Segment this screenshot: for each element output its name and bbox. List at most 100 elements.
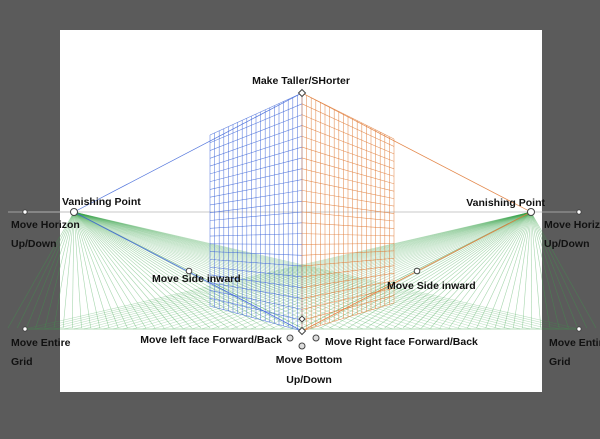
right-plane-grid-line	[301, 265, 395, 278]
left-plane-grid-line	[209, 125, 303, 159]
bottom-up-down-handle[interactable]	[298, 342, 306, 350]
ground-grid-line	[73, 211, 91, 329]
ground-grid-line	[73, 211, 481, 330]
ground-grid-line	[412, 211, 532, 329]
right-face-handle[interactable]	[312, 334, 320, 342]
ground-grid-line	[73, 211, 147, 329]
horizon-right-handle[interactable]	[576, 209, 582, 215]
right-plane-grid-line	[301, 157, 395, 185]
ground-grid-line	[73, 211, 183, 329]
ground-grid-line	[530, 211, 569, 329]
right-plane-grid-line	[301, 92, 395, 140]
ground-grid-line	[513, 211, 532, 329]
ground-grid-line	[73, 211, 119, 329]
ground-grid-line	[24, 211, 532, 330]
left-plane-grid	[73, 92, 303, 332]
grid-right-label: Grid	[549, 356, 571, 368]
left-plane-grid-line	[209, 200, 303, 214]
ground-grid-line	[421, 211, 532, 329]
right-plane-grid-line	[301, 250, 395, 256]
ground-grid-line	[73, 211, 314, 330]
entire-grid-left-handle[interactable]	[22, 326, 28, 332]
right-plane-grid-line	[301, 272, 395, 289]
ground-grid-line	[142, 211, 532, 330]
ground-grid-line	[393, 211, 532, 329]
ground-grid-line	[73, 211, 344, 330]
right-plane-grid-line	[301, 243, 395, 245]
ground-grid-line	[347, 211, 532, 329]
ground-grid-line	[530, 211, 532, 329]
ground-grid-line	[73, 211, 324, 330]
ground-grid-line	[221, 211, 532, 330]
ground-grid-line	[320, 211, 532, 329]
ground-grid-line	[73, 211, 257, 329]
ground-grid-line	[73, 211, 101, 329]
make-taller-handle[interactable]	[297, 88, 307, 98]
ground-grid-line	[211, 211, 532, 330]
origin-handle[interactable]	[298, 315, 306, 323]
move-side-inward-right-label: Move Side inward	[387, 280, 476, 292]
horizon-up-down-right-label: Up/Down	[544, 238, 590, 250]
ground-grid-line	[73, 211, 192, 329]
vanishing-point-right-label: Vanishing Point	[466, 197, 545, 209]
vanishing-point-left-handle[interactable]	[70, 208, 78, 216]
left-plane-grid-line	[209, 290, 303, 310]
ground-grid-line	[448, 211, 532, 329]
ground-grid-line	[73, 211, 442, 330]
right-plane-grid	[301, 92, 532, 332]
vanishing-point-left-label: Vanishing Point	[62, 196, 141, 208]
ground-grid-line	[74, 211, 532, 330]
right-plane-grid-line	[301, 125, 395, 162]
move-entire-grid-left-label: Move Entire	[11, 337, 71, 349]
ground-grid-line	[73, 211, 202, 329]
ground-grid-line	[530, 211, 597, 329]
left-plane-grid-line	[209, 114, 303, 151]
ground-grid-line	[530, 211, 551, 329]
ground-grid-line	[103, 211, 532, 330]
right-plane-grid-line	[301, 190, 395, 207]
left-plane-grid-line	[209, 103, 303, 144]
ground-grid-line	[73, 211, 156, 329]
move-right-face-label: Move Right face Forward/Back	[325, 336, 478, 348]
ground-grid-line	[152, 211, 532, 330]
horizon-left-handle[interactable]	[22, 209, 28, 215]
vanishing-point-right-handle[interactable]	[527, 208, 535, 216]
side-inward-right-handle[interactable]	[413, 267, 421, 275]
ground-grid-line	[73, 211, 462, 330]
right-plane-grid-line	[301, 257, 395, 267]
left-plane-grid-line	[209, 297, 303, 321]
left-plane-grid-line	[209, 222, 303, 229]
bottom-corner-handle[interactable]	[297, 326, 307, 336]
ground-grid-line	[522, 211, 532, 329]
ground-grid-line	[73, 211, 82, 329]
ground-grid-line	[73, 211, 570, 330]
ground-grid-line	[113, 211, 532, 330]
ground-grid-line	[72, 211, 75, 329]
left-plane-grid-line	[209, 92, 303, 136]
ground-grid-line	[402, 211, 532, 329]
left-face-handle[interactable]	[286, 334, 294, 342]
left-plane-grid-line	[209, 157, 303, 182]
ground-grid-line	[73, 211, 364, 330]
right-plane-grid-line	[301, 211, 395, 222]
ground-grid-line	[260, 211, 532, 330]
ground-grid-line	[73, 211, 373, 330]
ground-grid-line	[62, 211, 75, 329]
ground-grid-line	[366, 211, 532, 329]
ground-grid-line	[73, 211, 580, 330]
ground-grid-line	[73, 211, 220, 329]
ground-grid-line	[83, 211, 532, 330]
left-plane-grid-line	[209, 266, 303, 278]
right-plane-grid-line	[301, 302, 395, 332]
ground-grid-line	[73, 211, 128, 329]
ground-grid-line	[375, 211, 532, 329]
side-inward-left-handle[interactable]	[185, 267, 193, 275]
ground-grid-line	[73, 211, 229, 329]
ground-grid-line	[270, 211, 532, 330]
ground-grid-line	[16, 211, 75, 329]
ground-grid-line	[231, 211, 532, 330]
entire-grid-right-handle[interactable]	[576, 326, 582, 332]
left-plane-grid-line	[209, 305, 303, 332]
